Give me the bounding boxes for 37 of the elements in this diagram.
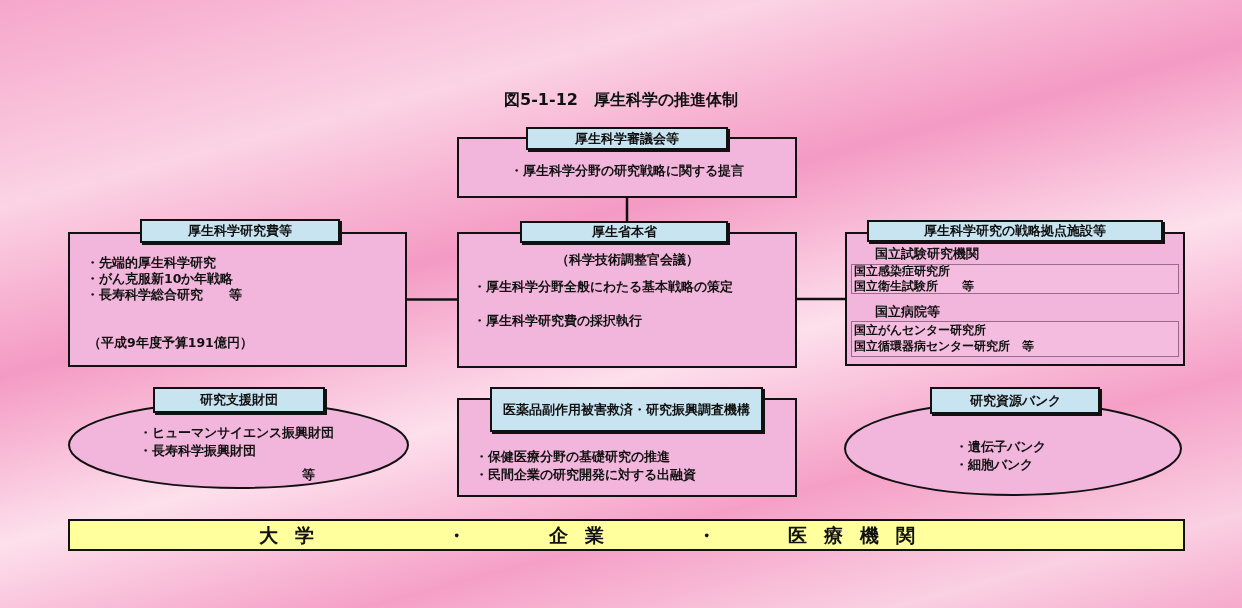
heading-label: 厚生科学審議会等: [526, 127, 728, 150]
body-text: 国立病院等: [875, 304, 940, 320]
body-text: ・がん克服新10か年戦略: [86, 271, 234, 287]
heading-label: 厚生科学研究の戦略拠点施設等: [867, 220, 1163, 242]
banner-text: 大学: [258, 524, 332, 546]
heading-label: 医薬品副作用被害救済・研究振興調査機構: [490, 387, 763, 432]
heading-label: 厚生省本省: [520, 221, 728, 243]
body-text: （科学技術調整官会議）: [554, 252, 700, 268]
body-text: 等: [302, 467, 315, 483]
body-text: 国立がんセンター研究所: [854, 323, 986, 337]
banner-text: 医療機関: [787, 524, 933, 546]
connector-line: [625, 198, 629, 221]
body-text: ・長寿科学総合研究 等: [86, 287, 242, 303]
heading-label: 研究支援財団: [153, 387, 325, 413]
body-text: ・ヒューマンサイエンス振興財団: [139, 425, 334, 441]
body-text: ・厚生科学分野の研究戦略に関する提言: [509, 163, 745, 179]
body-text: 国立衛生試験所 等: [854, 279, 974, 293]
body-text: ・先端的厚生科学研究: [86, 255, 216, 271]
banner-text: 企業: [548, 524, 622, 546]
body-text: ・長寿科学振興財団: [139, 443, 256, 459]
separator-dot: ・: [446, 524, 484, 546]
heading-label: 研究資源バンク: [930, 387, 1100, 414]
connector-line: [797, 297, 845, 301]
heading-label: 厚生科学研究費等: [140, 219, 340, 243]
body-text: （平成9年度予算191億円）: [88, 335, 253, 351]
body-text: 国立感染症研究所: [854, 264, 950, 278]
body-text: 国立試験研究機関: [875, 246, 979, 262]
body-text: ・厚生科学研究費の採択執行: [473, 313, 642, 329]
body-text: ・保健医療分野の基礎研究の推進: [475, 449, 670, 465]
body-text: ・細胞バンク: [955, 457, 1033, 473]
body-text: 国立循環器病センター研究所 等: [854, 339, 1034, 353]
separator-dot: ・: [696, 524, 734, 546]
body-text: ・遺伝子バンク: [955, 439, 1046, 455]
body-text: ・厚生科学分野全般にわたる基本戦略の策定: [473, 279, 734, 295]
diagram-title: 図5-1-12 厚生科学の推進体制: [503, 90, 739, 111]
connector-line: [407, 298, 457, 301]
body-text: ・民間企業の研究開発に対する出融資: [475, 467, 696, 483]
